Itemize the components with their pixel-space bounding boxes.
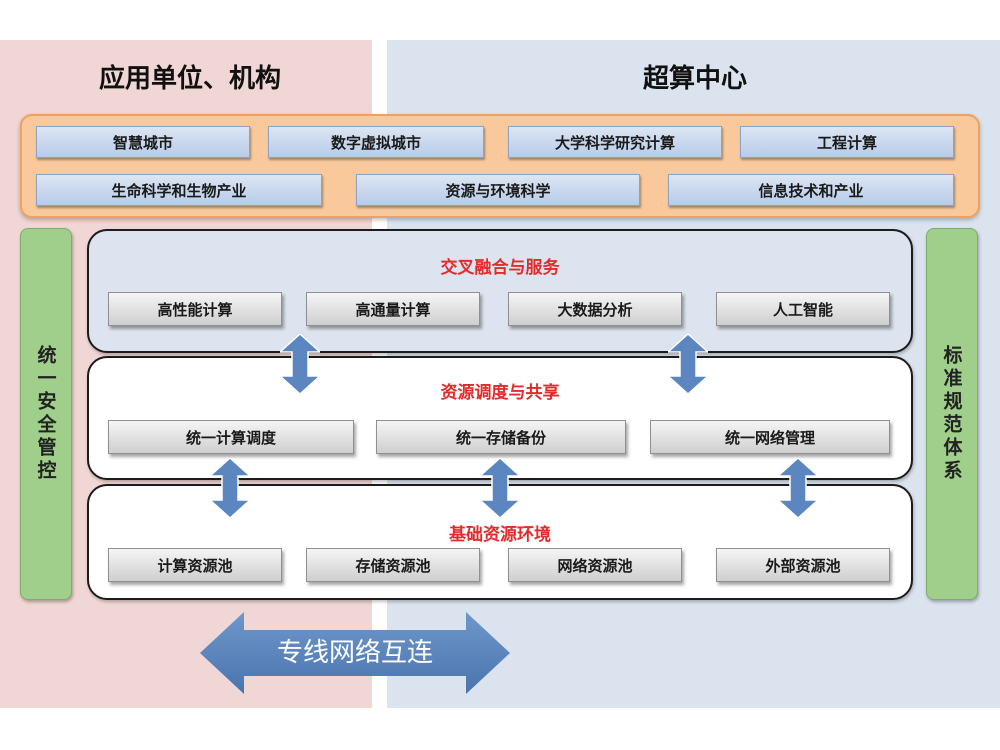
standards-system-label: 标准规范体系 — [940, 345, 963, 483]
app-engineering-computing: 工程计算 — [740, 126, 954, 158]
svc-high-throughput: 高通量计算 — [306, 292, 480, 326]
left-region-title: 应用单位、机构 — [98, 64, 281, 94]
app-digital-virtual-city: 数字虚拟城市 — [268, 126, 484, 158]
right-region-title: 超算中心 — [642, 64, 747, 94]
layer-3-title: 基础资源环境 — [449, 525, 551, 545]
app-smart-city: 智慧城市 — [36, 126, 250, 158]
standards-system-bar: 标准规范体系 — [926, 228, 978, 600]
layer-integration-services — [87, 229, 913, 353]
app-information-technology: 信息技术和产业 — [668, 174, 954, 206]
svc-storage-backup: 统一存储备份 — [376, 420, 626, 454]
double-arrow-icon — [668, 334, 708, 394]
svc-compute-scheduling: 统一计算调度 — [108, 420, 354, 454]
svc-ai: 人工智能 — [716, 292, 890, 326]
app-life-science: 生命科学和生物产业 — [36, 174, 322, 206]
svc-compute-pool: 计算资源池 — [108, 548, 282, 582]
network-interconnect-arrow-icon — [200, 612, 510, 694]
layer-1-title: 交叉融合与服务 — [440, 258, 560, 278]
layer-2-title: 资源调度与共享 — [440, 383, 560, 403]
double-arrow-icon — [778, 458, 818, 518]
security-control-label: 统一安全管控 — [34, 345, 57, 483]
network-interconnect-label: 专线网络互连 — [276, 638, 433, 668]
app-resource-environment: 资源与环境科学 — [356, 174, 640, 206]
app-university-research: 大学科学研究计算 — [508, 126, 722, 158]
svc-network-pool: 网络资源池 — [508, 548, 682, 582]
double-arrow-icon — [480, 458, 520, 518]
svc-big-data: 大数据分析 — [508, 292, 682, 326]
svc-network-management: 统一网络管理 — [650, 420, 890, 454]
svc-storage-pool: 存储资源池 — [306, 548, 480, 582]
svc-external-pool: 外部资源池 — [716, 548, 890, 582]
svc-hpc: 高性能计算 — [108, 292, 282, 326]
double-arrow-icon — [210, 458, 250, 518]
security-control-bar: 统一安全管控 — [20, 228, 72, 600]
double-arrow-icon — [280, 334, 320, 394]
